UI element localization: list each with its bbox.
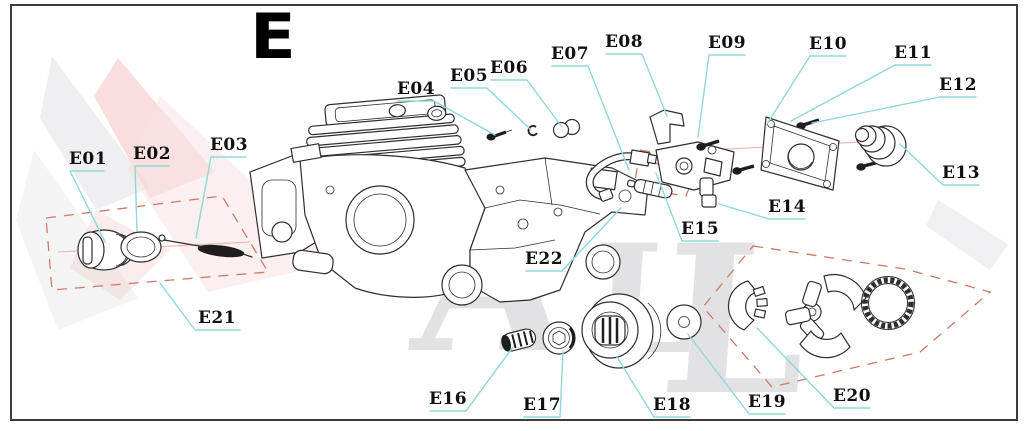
- leader-line-e01: [69, 170, 106, 243]
- engine-assembly-drawing: [77, 94, 915, 369]
- group-box-e21: [45, 195, 270, 291]
- part-label-e03: E03: [209, 135, 249, 155]
- watermark-slab: [926, 200, 1008, 270]
- leader-line-e17: [523, 350, 564, 418]
- leader-line-e11: [790, 64, 932, 122]
- leader-line-e09: [697, 54, 746, 138]
- part-label-e10: E10: [808, 34, 848, 54]
- part-e19-washer: [666, 304, 702, 340]
- part-e20-clutch: [727, 273, 915, 359]
- part-label-e06: E06: [489, 58, 529, 78]
- leader-line-e13: [899, 143, 980, 186]
- part-label-e12: E12: [938, 75, 978, 95]
- clutch-rim: [727, 280, 768, 331]
- part-label-e16: E16: [428, 389, 468, 409]
- part-label-e13: E13: [941, 163, 981, 183]
- part-label-e18: E18: [652, 395, 692, 415]
- part-label-e20: E20: [832, 386, 872, 406]
- leader-line-e22: [525, 207, 622, 272]
- part-cover-plate: [760, 116, 840, 191]
- clutch-spring-ring: [861, 276, 915, 330]
- section-letter: E: [250, 0, 296, 73]
- part-label-e22: E22: [524, 249, 564, 269]
- part-e18-clutch-drum: [581, 293, 662, 369]
- leader-line-e06: [490, 79, 563, 128]
- part-e14-nut: [701, 194, 717, 208]
- part-label-e14: E14: [767, 197, 807, 217]
- leader-line-e02: [134, 165, 170, 232]
- part-label-e11: E11: [893, 43, 933, 63]
- leader-line-e14: [718, 203, 806, 220]
- leader-line-e15: [655, 172, 719, 242]
- crankcase: [249, 143, 649, 306]
- part-e04-screw: [486, 129, 513, 141]
- part-e01-cap: [77, 229, 135, 271]
- leader-line-e08: [605, 53, 668, 117]
- part-label-e17: E17: [522, 395, 562, 415]
- part-e16-bearing: [501, 328, 537, 352]
- leader-line-e04: [397, 100, 496, 136]
- part-label-e02: E02: [132, 144, 172, 164]
- leader-line-e12: [811, 96, 977, 124]
- part-label-e15: E15: [680, 219, 720, 239]
- leader-line-e18: [616, 356, 691, 418]
- part-e06-pin: [552, 118, 581, 139]
- clutch-spider: [784, 280, 825, 343]
- part-e05-circlip: [527, 125, 538, 137]
- part-label-e08: E08: [604, 32, 644, 52]
- leader-line-e07: [551, 65, 630, 171]
- part-label-e05: E05: [449, 66, 489, 86]
- leader-line-e19: [687, 333, 786, 415]
- screw-e09: [696, 139, 720, 151]
- part-label-e07: E07: [550, 44, 590, 64]
- part-oil-pump: [655, 141, 735, 197]
- leader-line-e20: [756, 327, 871, 409]
- part-e17-washer: [542, 321, 576, 355]
- part-label-e09: E09: [707, 33, 747, 53]
- leader-lines: [69, 53, 980, 418]
- part-e03-rod: [158, 234, 253, 258]
- clutch-shoes: [799, 273, 867, 359]
- part-e15-filter: [626, 178, 673, 199]
- part-e08-bracket: [649, 109, 685, 145]
- part-label-e04: E04: [396, 79, 436, 99]
- leader-line-e03: [195, 156, 247, 239]
- part-e02-oring: [120, 231, 162, 263]
- leader-line-e05: [450, 87, 532, 131]
- leader-line-e10: [766, 55, 847, 125]
- part-label-e19: E19: [747, 392, 787, 412]
- part-label-e01: E01: [68, 149, 108, 169]
- part-label-e21: E21: [197, 308, 237, 328]
- screw-e10: [732, 164, 755, 175]
- part-e13-boot: [854, 125, 907, 167]
- group-box-e20: [702, 245, 992, 388]
- leader-line-e16: [429, 346, 514, 412]
- leader-line-e21: [159, 282, 241, 331]
